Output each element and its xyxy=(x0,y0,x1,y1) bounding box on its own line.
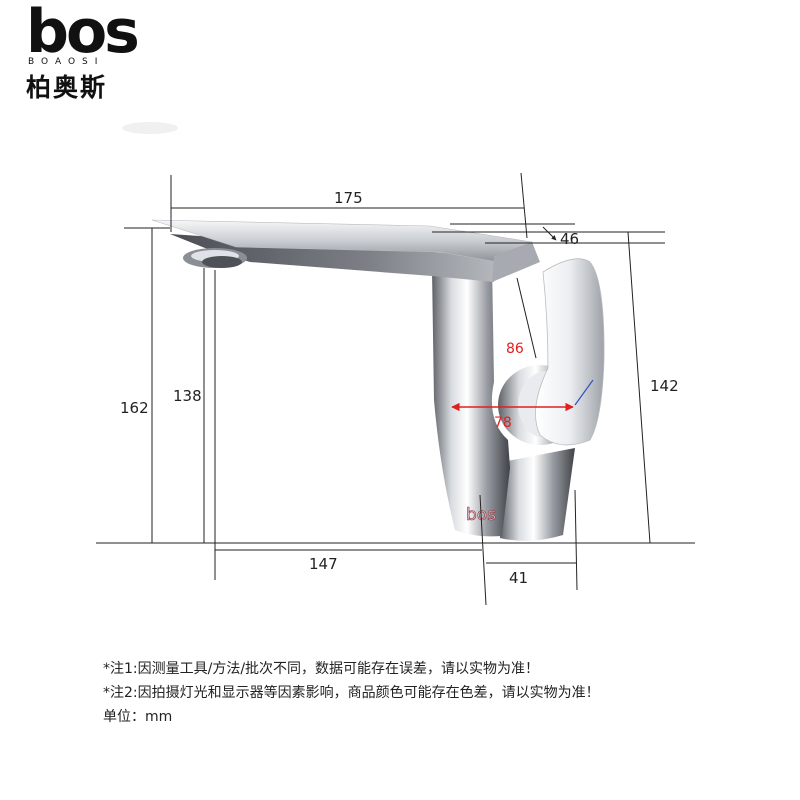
label-86: 86 xyxy=(506,341,524,357)
logo-subtitle: BOAOSI xyxy=(28,57,105,67)
handle-pointer xyxy=(574,379,594,406)
lever-handle xyxy=(535,258,605,446)
note-2: *注2:因拍摄灯光和显示器等因素影响，商品颜色可能存在色差，请以实物为准！ xyxy=(103,685,600,701)
label-147: 147 xyxy=(309,555,338,573)
dim-pointer-46 xyxy=(542,226,557,241)
logo-chinese-name: 柏奥斯 xyxy=(26,73,108,102)
faucet-base xyxy=(500,448,575,541)
spout-joint xyxy=(492,242,540,282)
unit-note: 单位：mm xyxy=(103,709,173,725)
label-46: 46 xyxy=(560,230,579,248)
ext-line-base-left xyxy=(479,494,487,606)
note-1: *注1:因测量工具/方法/批次不同，数据可能存在误差，请以实物为准！ xyxy=(103,661,540,677)
ext-line-base-right xyxy=(574,489,578,591)
dim-line-142 xyxy=(627,231,651,544)
aerator-outlet xyxy=(202,256,242,268)
handle-axis-line xyxy=(516,277,537,359)
dimension-lines xyxy=(96,172,695,606)
label-138: 138 xyxy=(173,387,202,405)
label-41: 41 xyxy=(509,569,528,587)
notes-block: *注1:因测量工具/方法/批次不同，数据可能存在误差，请以实物为准！ *注2:因… xyxy=(103,657,600,729)
soft-shadow xyxy=(122,122,178,134)
label-162: 162 xyxy=(120,399,149,417)
label-142: 142 xyxy=(650,377,679,395)
brand-logo: bos BOAOSI 柏奥斯 xyxy=(26,0,140,102)
logo-wordmark: bos xyxy=(26,0,140,67)
label-78: 78 xyxy=(494,415,512,431)
ext-line-175-right xyxy=(520,172,528,239)
faucet-body: bos xyxy=(151,219,605,541)
label-175: 175 xyxy=(334,189,363,207)
faucet-column xyxy=(432,262,510,537)
